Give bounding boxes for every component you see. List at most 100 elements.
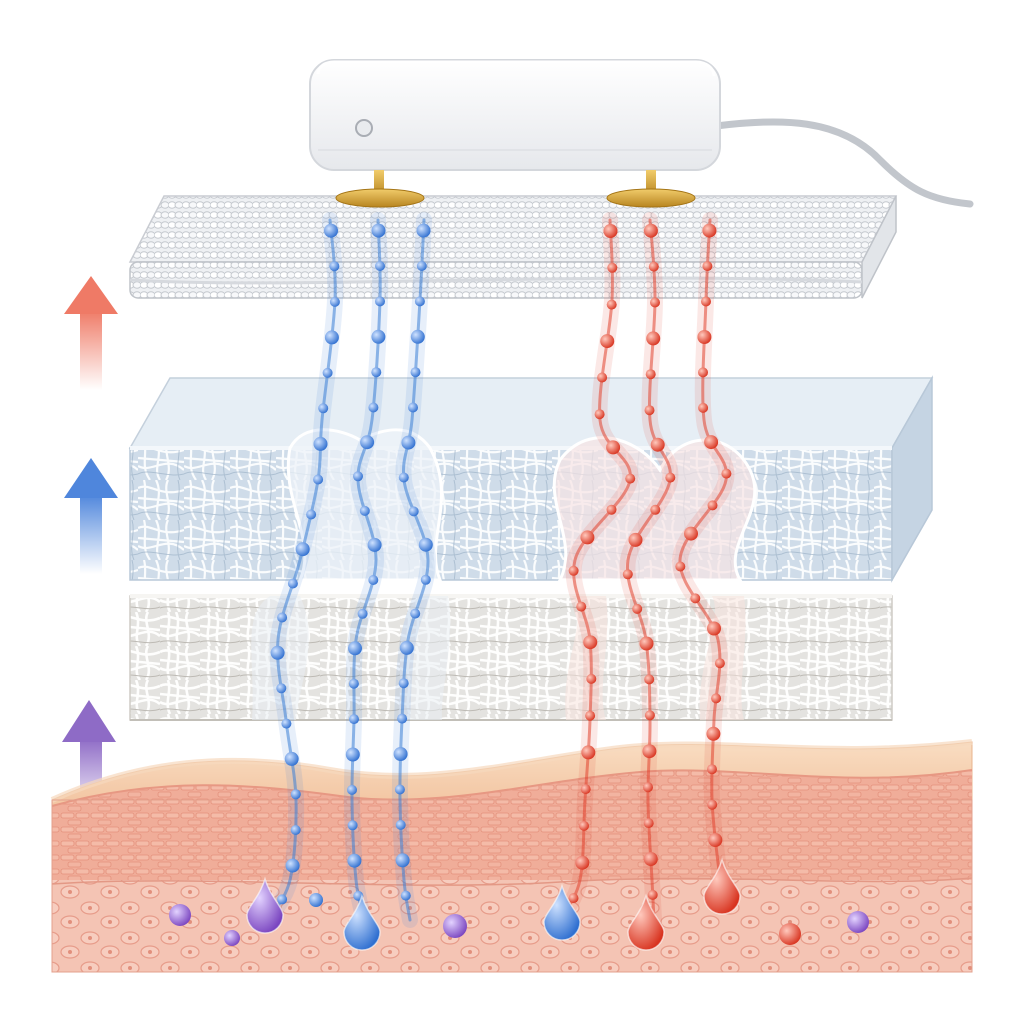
blue-particle bbox=[357, 608, 368, 619]
red-particle bbox=[586, 673, 597, 684]
blue-particle bbox=[313, 474, 324, 485]
red-stream-line bbox=[678, 218, 728, 902]
red-particle bbox=[650, 437, 665, 452]
blue-particle bbox=[347, 820, 358, 831]
blue-particle bbox=[284, 751, 299, 766]
sensor-device bbox=[309, 59, 974, 208]
red-particle bbox=[704, 435, 719, 450]
blue-particle bbox=[399, 640, 414, 655]
blue-particle bbox=[349, 714, 359, 725]
blue-particle bbox=[270, 645, 285, 660]
side-arrows bbox=[62, 276, 118, 818]
red-particle bbox=[675, 561, 686, 572]
red-particle bbox=[625, 473, 636, 484]
blue-side-electrode bbox=[335, 170, 425, 208]
red-particle bbox=[643, 852, 658, 866]
red-particle bbox=[628, 532, 643, 547]
skin-droplet bbox=[343, 893, 381, 951]
red-particle bbox=[576, 601, 587, 612]
skin-particle bbox=[443, 914, 467, 938]
red-particle bbox=[711, 693, 722, 704]
blue-particle bbox=[408, 506, 419, 517]
blue-particle bbox=[318, 403, 329, 414]
heat-up-arrow-icon bbox=[64, 276, 118, 390]
blue-particle bbox=[277, 894, 288, 905]
red-particle bbox=[568, 893, 579, 904]
blue-particle bbox=[401, 435, 416, 450]
skin-tissue-layer bbox=[50, 739, 973, 973]
blue-particle bbox=[367, 537, 382, 552]
blue-particle bbox=[313, 436, 328, 451]
red-particle bbox=[645, 369, 656, 380]
blue-particle bbox=[418, 537, 433, 552]
blue-particle bbox=[368, 402, 379, 413]
blue-particle bbox=[290, 789, 301, 800]
blue-particle bbox=[395, 819, 406, 830]
blue-particle bbox=[416, 261, 427, 271]
red-particle bbox=[643, 223, 658, 238]
blue-particle bbox=[375, 261, 385, 271]
fibrous-membrane-layer bbox=[128, 375, 934, 583]
red-side-electrode bbox=[606, 170, 696, 208]
blue-particle bbox=[360, 435, 375, 450]
wearable-sensor-icon bbox=[309, 59, 721, 171]
red-particle bbox=[575, 855, 590, 870]
blue-particle bbox=[375, 296, 385, 307]
blue-particle bbox=[398, 678, 409, 689]
red-particle bbox=[606, 440, 621, 455]
red-particle bbox=[701, 296, 711, 307]
red-particle bbox=[579, 820, 589, 831]
blue-particle bbox=[276, 683, 287, 694]
skin-particle bbox=[847, 911, 869, 933]
red-particle bbox=[583, 635, 598, 650]
blue-particle bbox=[414, 296, 425, 307]
blue-particle bbox=[347, 853, 362, 868]
red-particle bbox=[581, 745, 596, 760]
fiber-insulation-layer bbox=[129, 594, 893, 721]
red-particle bbox=[714, 658, 725, 669]
red-stream-line bbox=[625, 218, 672, 922]
red-particle bbox=[568, 565, 579, 576]
red-particle bbox=[706, 726, 721, 741]
skin-droplet bbox=[543, 883, 581, 941]
blue-particle bbox=[347, 784, 357, 795]
moisture-up-arrow-icon bbox=[64, 458, 118, 574]
blue-particle bbox=[410, 608, 421, 619]
skin-particle bbox=[169, 904, 191, 926]
red-particle bbox=[644, 674, 655, 685]
red-particle bbox=[597, 372, 608, 383]
blue-particle bbox=[371, 223, 386, 238]
blue-particle bbox=[329, 261, 340, 272]
blue-particle bbox=[397, 713, 408, 724]
blue-particle bbox=[393, 747, 408, 761]
skin-droplets bbox=[169, 857, 869, 951]
blue-particle bbox=[329, 296, 340, 307]
blue-particle bbox=[324, 330, 339, 345]
power-cable bbox=[712, 118, 974, 208]
red-particle bbox=[648, 261, 659, 272]
skin-particle bbox=[779, 923, 801, 945]
red-particle bbox=[622, 569, 633, 580]
red-particle bbox=[607, 262, 618, 273]
red-particle bbox=[606, 504, 617, 515]
blue-particle bbox=[395, 853, 410, 868]
red-particle bbox=[697, 330, 712, 344]
red-particle bbox=[594, 409, 605, 420]
skin-particle bbox=[309, 893, 323, 907]
blue-particle bbox=[348, 678, 359, 689]
red-particle bbox=[690, 593, 701, 604]
red-particle bbox=[650, 297, 660, 308]
knit-textile-layer bbox=[128, 195, 898, 299]
blue-particle bbox=[345, 747, 360, 762]
red-particle bbox=[603, 224, 618, 238]
blue-particle bbox=[295, 542, 310, 557]
red-particle bbox=[650, 504, 661, 515]
red-particle bbox=[600, 334, 615, 349]
red-particle bbox=[606, 299, 617, 310]
red-particle bbox=[665, 472, 676, 483]
blue-particle bbox=[359, 505, 370, 516]
red-particle bbox=[644, 710, 655, 721]
blue-particle bbox=[306, 509, 317, 520]
blue-particle bbox=[287, 578, 298, 589]
